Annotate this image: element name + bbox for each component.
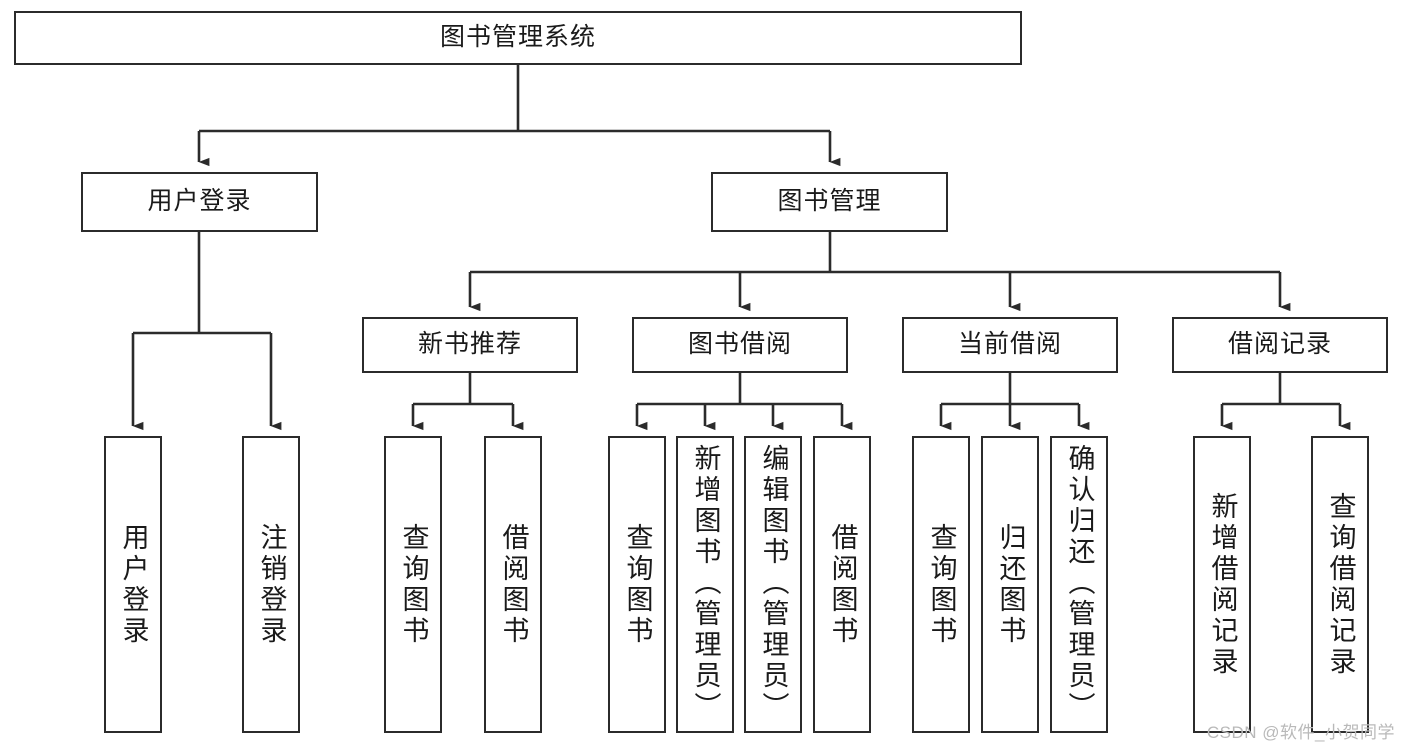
node-label: 图书管理系统: [439, 23, 596, 52]
node-label: 查询图书: [622, 522, 653, 647]
node-book-management[interactable]: 图书管理: [711, 172, 948, 232]
node-label: 用户登录: [118, 522, 149, 647]
node-label: 查询图书: [926, 522, 957, 647]
leaf-query-book-borrow[interactable]: 查询图书: [608, 436, 666, 733]
leaf-return-book[interactable]: 归还图书: [981, 436, 1039, 733]
leaf-confirm-return-admin[interactable]: 确认归还（管理员）: [1050, 436, 1108, 733]
node-label: 借阅记录: [1227, 330, 1332, 359]
node-label: 新增借阅记录: [1207, 491, 1238, 678]
node-label: 确认归还（管理员）: [1064, 444, 1095, 723]
leaf-logout[interactable]: 注销登录: [242, 436, 300, 733]
leaf-query-book-current[interactable]: 查询图书: [912, 436, 970, 733]
node-label: 借阅图书: [827, 522, 858, 647]
node-user-login[interactable]: 用户登录: [81, 172, 318, 232]
node-label: 查询借阅记录: [1325, 491, 1356, 678]
node-borrow-record[interactable]: 借阅记录: [1172, 317, 1388, 373]
leaf-query-borrow-record[interactable]: 查询借阅记录: [1311, 436, 1369, 733]
node-label: 新增图书（管理员）: [690, 444, 721, 723]
leaf-add-borrow-record[interactable]: 新增借阅记录: [1193, 436, 1251, 733]
node-label: 注销登录: [256, 522, 287, 647]
leaf-user-login[interactable]: 用户登录: [104, 436, 162, 733]
csdn-watermark: CSDN @软件_小贺同学: [1206, 723, 1395, 742]
node-label: 新书推荐: [417, 330, 522, 359]
node-root-book-management-system[interactable]: 图书管理系统: [14, 11, 1022, 65]
leaf-borrow-book-recommend[interactable]: 借阅图书: [484, 436, 542, 733]
node-book-borrow[interactable]: 图书借阅: [632, 317, 848, 373]
node-label: 图书管理: [777, 187, 882, 216]
leaf-query-book-recommend[interactable]: 查询图书: [384, 436, 442, 733]
node-new-book-recommend[interactable]: 新书推荐: [362, 317, 578, 373]
node-current-borrow[interactable]: 当前借阅: [902, 317, 1118, 373]
node-label: 当前借阅: [957, 330, 1062, 359]
node-label: 图书借阅: [687, 330, 792, 359]
leaf-edit-book-admin[interactable]: 编辑图书（管理员）: [744, 436, 802, 733]
leaf-borrow-book[interactable]: 借阅图书: [813, 436, 871, 733]
node-label: 查询图书: [398, 522, 429, 647]
node-label: 编辑图书（管理员）: [758, 444, 789, 723]
node-label: 用户登录: [147, 187, 252, 216]
node-label: 归还图书: [995, 522, 1026, 647]
node-label: 借阅图书: [498, 522, 529, 647]
leaf-add-book-admin[interactable]: 新增图书（管理员）: [676, 436, 734, 733]
